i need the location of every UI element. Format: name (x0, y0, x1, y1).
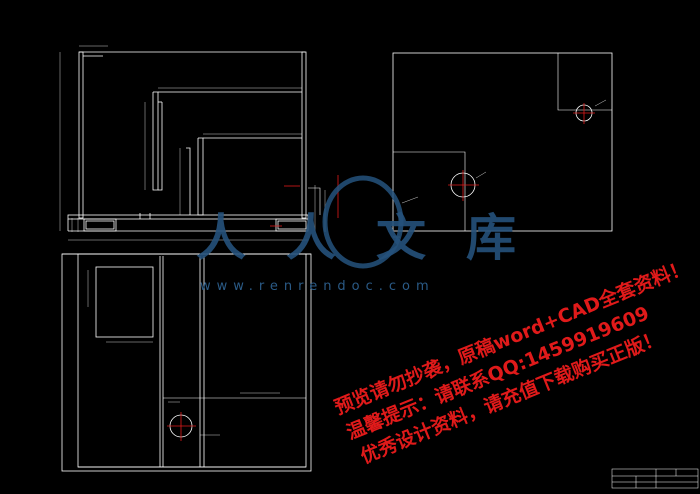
title-block (611, 468, 699, 489)
watermark-logo-text: 人人文库 (196, 208, 556, 267)
centerlines (167, 103, 595, 441)
plan-opening (95, 266, 154, 338)
right-wall (301, 51, 307, 219)
side-outline (392, 52, 613, 232)
logo-ring (322, 175, 404, 269)
watermark-url: www.renrendoc.com (200, 279, 435, 294)
front-section-view (59, 45, 326, 241)
plan-view (61, 253, 312, 472)
base-plate (67, 214, 309, 220)
left-wall (78, 51, 84, 219)
